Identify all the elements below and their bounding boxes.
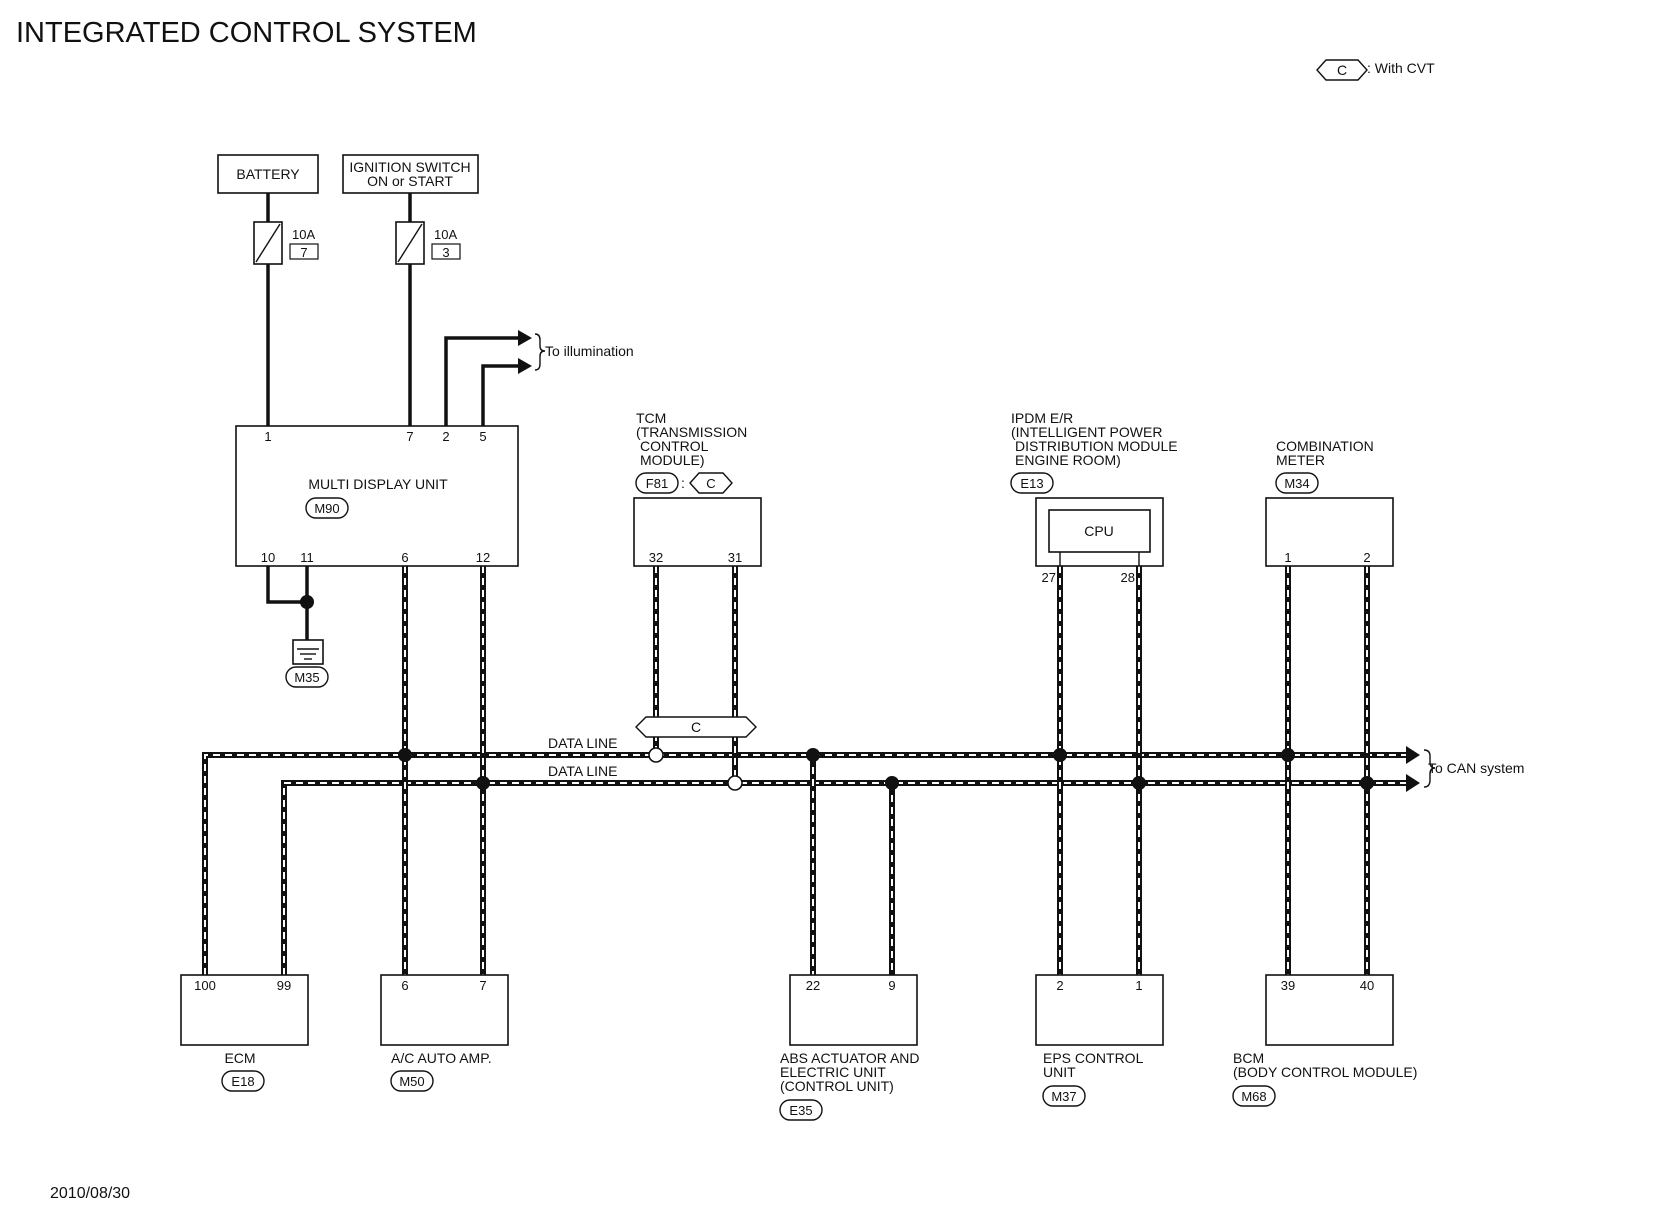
can-bus: To CAN system DATA LINE DATA LINE C	[202, 566, 1524, 975]
svg-text:6: 6	[401, 978, 408, 993]
tcm-block: TCM (TRANSMISSION CONTROL MODULE) F81 : …	[633, 410, 762, 567]
mdu-connector: M90	[314, 501, 339, 516]
svg-text:IPDM E/R: IPDM E/R	[1011, 410, 1073, 426]
svg-text:TCM: TCM	[636, 410, 666, 426]
svg-text:1: 1	[1284, 550, 1291, 565]
svg-text:99: 99	[277, 978, 291, 993]
tcm-option: C	[706, 476, 715, 491]
svg-text:ENGINE ROOM): ENGINE ROOM)	[1015, 452, 1121, 468]
svg-text:2: 2	[442, 429, 449, 444]
cvt-option-tag	[635, 716, 757, 738]
svg-text:ELECTRIC UNIT: ELECTRIC UNIT	[780, 1064, 886, 1080]
svg-text:27: 27	[1042, 570, 1056, 585]
legend-option-tag	[1316, 59, 1368, 81]
svg-text:7: 7	[406, 429, 413, 444]
ac-name: A/C AUTO AMP.	[391, 1050, 492, 1066]
legend-symbol: C	[1337, 62, 1347, 78]
svg-text::: :	[681, 475, 685, 491]
svg-text:10: 10	[261, 550, 275, 565]
svg-text:32: 32	[649, 550, 663, 565]
bcm-block: 39 40 BCM (BODY CONTROL MODULE) M68	[1232, 974, 1417, 1107]
ipdm-cpu: CPU	[1084, 523, 1114, 539]
legend: C : With CVT	[1316, 59, 1435, 81]
svg-text:ABS ACTUATOR AND: ABS ACTUATOR AND	[780, 1050, 920, 1066]
svg-text:7: 7	[479, 978, 486, 993]
multi-display-unit: 1 7 2 5 MULTI DISPLAY UNIT M90 10 11 6 1…	[235, 425, 519, 567]
data-line-label-low: DATA LINE	[548, 763, 618, 779]
svg-text:MODULE): MODULE)	[640, 452, 705, 468]
svg-text:28: 28	[1121, 570, 1135, 585]
svg-text:CONTROL: CONTROL	[640, 438, 709, 454]
ac-connector: M50	[399, 1074, 424, 1089]
ignition-label-line2: ON or START	[367, 173, 453, 189]
illumination-label: To illumination	[545, 343, 634, 359]
battery-block: BATTERY	[217, 154, 319, 194]
mdu-name: MULTI DISPLAY UNIT	[308, 476, 448, 492]
fuse2-rating: 10A	[434, 227, 457, 242]
svg-text:METER: METER	[1276, 452, 1325, 468]
bcm-connector: M68	[1241, 1089, 1266, 1104]
data-line-label-high: DATA LINE	[548, 735, 618, 751]
svg-text:12: 12	[476, 550, 490, 565]
ecm-connector: E18	[231, 1074, 254, 1089]
svg-text:39: 39	[1281, 978, 1295, 993]
ground-m35: M35	[266, 566, 329, 688]
svg-text:5: 5	[479, 429, 486, 444]
ipdm-connector: E13	[1020, 476, 1043, 491]
svg-text:(INTELLIGENT POWER: (INTELLIGENT POWER	[1011, 424, 1162, 440]
svg-text:(BODY CONTROL MODULE): (BODY CONTROL MODULE)	[1233, 1064, 1417, 1080]
svg-text:UNIT: UNIT	[1043, 1064, 1076, 1080]
fuse2-number: 3	[442, 245, 449, 260]
abs-connector: E35	[789, 1103, 812, 1118]
svg-text:22: 22	[806, 978, 820, 993]
ignition-label-line1: IGNITION SWITCH	[349, 159, 470, 175]
diagram-title: INTEGRATED CONTROL SYSTEM	[16, 17, 477, 49]
diagram-date: 2010/08/30	[50, 1185, 130, 1202]
svg-text:2: 2	[1363, 550, 1370, 565]
svg-text:1: 1	[1135, 978, 1142, 993]
legend-text: : With CVT	[1367, 60, 1435, 76]
ac-auto-amp-block: 6 7 A/C AUTO AMP. M50	[380, 974, 509, 1092]
to-can-label: To CAN system	[1428, 760, 1524, 776]
ignition-switch-block: IGNITION SWITCH ON or START	[342, 154, 479, 194]
ipdm-block: IPDM E/R (INTELLIGENT POWER DISTRIBUTION…	[1010, 410, 1178, 585]
svg-text:6: 6	[401, 550, 408, 565]
svg-text:2: 2	[1056, 978, 1063, 993]
svg-text:(CONTROL UNIT): (CONTROL UNIT)	[780, 1078, 894, 1094]
abs-actuator-block: 22 9 ABS ACTUATOR AND ELECTRIC UNIT (CON…	[779, 974, 920, 1121]
tcm-connector: F81	[646, 476, 668, 491]
combination-meter-block: COMBINATION METER M34 1 2	[1265, 438, 1394, 567]
svg-text:100: 100	[194, 978, 216, 993]
svg-text:40: 40	[1360, 978, 1374, 993]
eps-connector: M37	[1051, 1089, 1076, 1104]
ecm-name: ECM	[224, 1050, 255, 1066]
svg-text:DISTRIBUTION MODULE: DISTRIBUTION MODULE	[1015, 438, 1178, 454]
svg-text:9: 9	[888, 978, 895, 993]
battery-label: BATTERY	[236, 166, 300, 182]
fuse-7: 10A 7	[253, 221, 319, 265]
svg-text:31: 31	[728, 550, 742, 565]
svg-text:EPS CONTROL: EPS CONTROL	[1043, 1050, 1144, 1066]
svg-text:(TRANSMISSION: (TRANSMISSION	[636, 424, 747, 440]
eps-control-unit-block: 2 1 EPS CONTROL UNIT M37	[1035, 974, 1164, 1107]
fuse1-number: 7	[300, 245, 307, 260]
ecm-block: 100 99 ECM E18	[180, 974, 309, 1092]
ground-connector: M35	[294, 670, 319, 685]
fuse-3: 10A 3	[395, 221, 461, 265]
svg-text:1: 1	[264, 429, 271, 444]
svg-text:11: 11	[300, 550, 314, 565]
svg-text:COMBINATION: COMBINATION	[1276, 438, 1374, 454]
fuse1-rating: 10A	[292, 227, 315, 242]
svg-text:BCM: BCM	[1233, 1050, 1264, 1066]
cvt-tag-label: C	[691, 719, 701, 735]
meter-connector: M34	[1284, 476, 1309, 491]
